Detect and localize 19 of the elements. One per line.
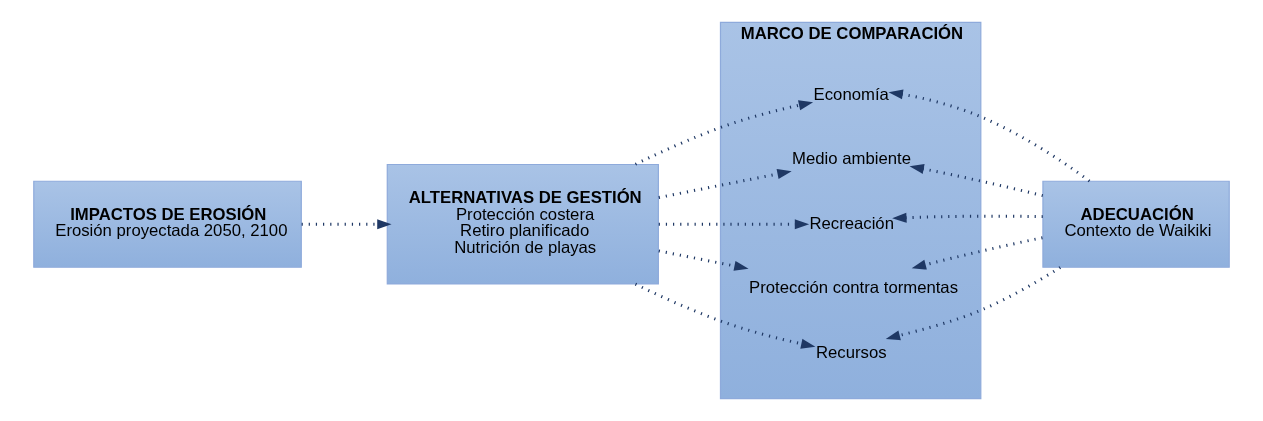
arrow <box>658 169 792 199</box>
arrow <box>634 100 814 166</box>
node-text: Protección contra tormentas <box>749 278 959 298</box>
arrow <box>301 219 392 230</box>
node-box: ADECUACIÓN Contexto de Waikiki <box>1042 180 1230 268</box>
arrow <box>909 164 1044 198</box>
node-text: Recursos <box>816 342 887 362</box>
node-box: IMPACTOS DE EROSIÓN Erosión proyectada 2050, 2100 <box>33 180 302 268</box>
node-text: Economía <box>813 84 889 104</box>
arrow <box>658 249 749 271</box>
node-text: Recreación <box>809 213 894 233</box>
arrow <box>911 236 1043 270</box>
node-text: Medio ambiente <box>792 149 911 169</box>
arrow <box>888 89 1091 183</box>
arrow <box>885 266 1062 341</box>
node-box: ALTERNATIVAS DE GESTIÓN Protección costera Retiro planificado Nutrición de playas <box>386 163 659 285</box>
arrow <box>892 212 1043 223</box>
arrow <box>634 282 816 349</box>
arrow <box>658 219 810 230</box>
